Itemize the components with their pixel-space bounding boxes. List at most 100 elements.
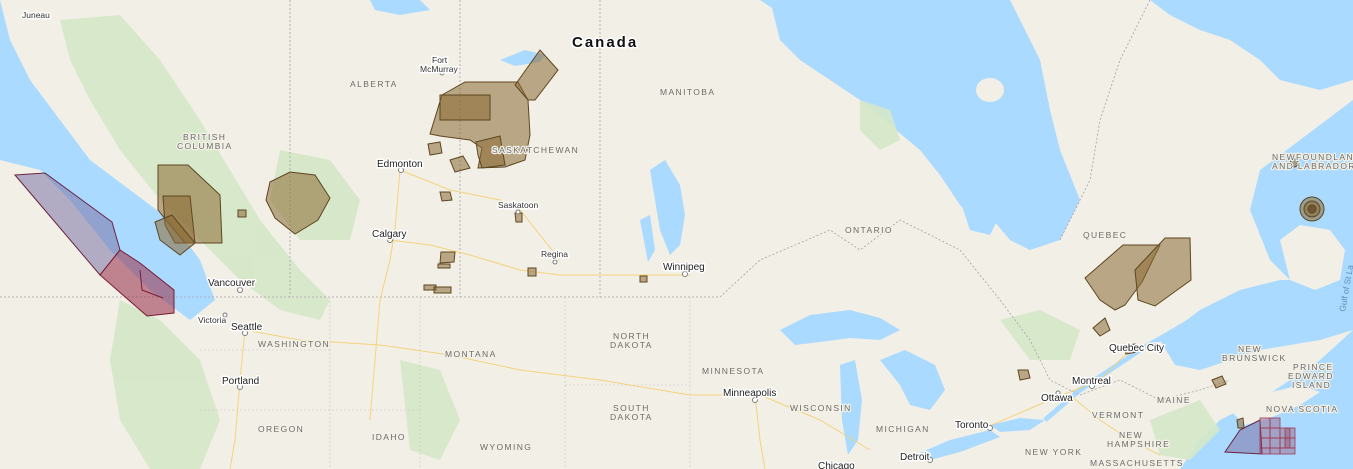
label-vermont: VERMONT — [1092, 410, 1144, 420]
label-victoria: Victoria — [198, 315, 226, 325]
label-winnipeg: Winnipeg — [663, 262, 705, 273]
offshore-nova-scotia-grid[interactable] — [1259, 417, 1296, 455]
label-oregon: OREGON — [258, 424, 304, 434]
oil-region-peace-river[interactable] — [265, 171, 331, 235]
label-pei-3: ISLAND — [1292, 380, 1331, 390]
label-saskatchewan: SASKATCHEWAN — [492, 145, 579, 155]
label-regina: Regina — [541, 249, 568, 259]
label-idaho: IDAHO — [372, 432, 406, 442]
oil-areas[interactable] — [154, 49, 1325, 429]
label-new-brunswick-1: NEW — [1238, 344, 1262, 354]
label-montana: MONTANA — [445, 349, 497, 359]
label-fort: Fort — [432, 55, 448, 65]
offshore-areas[interactable] — [13, 172, 1296, 455]
label-north-dakota-2: DAKOTA — [610, 340, 653, 350]
hudson-bay — [770, 0, 1030, 220]
label-new-york: NEW YORK — [1025, 447, 1082, 457]
label-alberta: ALBERTA — [350, 79, 398, 89]
lake-manitoba — [640, 215, 655, 262]
lake-ontario — [990, 418, 1045, 432]
oil-region-athabasca-north[interactable] — [514, 49, 559, 101]
label-maine: MAINE — [1157, 395, 1191, 405]
label-manitoba: MANITOBA — [660, 87, 715, 97]
label-vancouver: Vancouver — [208, 278, 256, 289]
oil-small-2[interactable] — [449, 155, 471, 173]
oil-region-quebec-3[interactable] — [1092, 317, 1111, 337]
label-minnesota: MINNESOTA — [702, 366, 765, 376]
lake-erie — [915, 430, 1000, 460]
lake-superior — [780, 310, 900, 345]
oil-small-8[interactable] — [433, 286, 452, 294]
offshore-bc-north[interactable] — [13, 172, 121, 276]
label-pei-1: PRINCE — [1293, 362, 1334, 372]
label-new-hampshire-2: HAMPSHIRE — [1107, 439, 1170, 449]
label-detroit: Detroit — [900, 452, 930, 463]
label-minneapolis: Minneapolis — [723, 388, 776, 399]
label-pei-2: EDWARD — [1288, 371, 1334, 381]
label-portland: Portland — [222, 376, 259, 387]
label-chicago: Chicago — [818, 461, 855, 469]
oil-small-11[interactable] — [237, 209, 247, 218]
label-massachusetts: MASSACHUSETTS — [1090, 458, 1184, 468]
oil-small-1[interactable] — [427, 141, 443, 156]
label-seattle: Seattle — [231, 322, 263, 333]
oil-point-newfoundland[interactable] — [1289, 158, 1299, 168]
us-state-borders — [200, 297, 691, 469]
label-wyoming: WYOMING — [480, 442, 532, 452]
oil-small-5[interactable] — [439, 251, 456, 264]
lake-huron — [880, 350, 945, 410]
oil-small-3[interactable] — [439, 191, 453, 202]
label-south-dakota-2: DAKOTA — [610, 412, 653, 422]
label-new-hampshire-1: NEW — [1119, 430, 1143, 440]
oil-target-inner — [1307, 204, 1317, 214]
label-wisconsin: WISCONSIN — [790, 403, 852, 413]
oil-region-quebec-1[interactable] — [1084, 244, 1161, 311]
label-michigan: MICHIGAN — [876, 424, 930, 434]
james-bay — [960, 190, 1000, 235]
oil-region-bc-south[interactable] — [154, 214, 196, 256]
labrador-sea — [1150, 0, 1353, 90]
label-edmonton: Edmonton — [377, 159, 423, 170]
st-lawrence-river — [1043, 312, 1202, 422]
label-mcmurray: McMurray — [420, 64, 459, 74]
label-montreal: Montreal — [1072, 376, 1111, 387]
label-juneau: Juneau — [22, 10, 50, 20]
label-washington: WASHINGTON — [258, 339, 330, 349]
label-saskatoon: Saskatoon — [498, 200, 538, 210]
city-markers — [222, 70, 1133, 463]
oil-region-quebec-2[interactable] — [1134, 237, 1192, 307]
label-toronto: Toronto — [955, 420, 989, 431]
label-south-dakota-1: SOUTH — [613, 403, 650, 413]
gulf-st-lawrence — [1160, 270, 1353, 370]
label-british: BRITISH — [183, 132, 226, 142]
label-columbia: COLUMBIA — [177, 141, 233, 151]
label-newfoundland: NEWFOUNDLAND — [1272, 152, 1353, 162]
label-new-brunswick-2: BRUNSWICK — [1222, 353, 1287, 363]
label-quebec-city: Quebec City — [1109, 343, 1164, 354]
oil-small-6[interactable] — [437, 263, 451, 269]
oil-small-9[interactable] — [527, 267, 537, 277]
oil-small-15[interactable] — [1236, 417, 1245, 429]
roads — [229, 169, 1161, 469]
offshore-bc-south[interactable] — [99, 249, 175, 317]
offshore-bc-south-inner — [139, 269, 164, 299]
oil-small-10[interactable] — [639, 275, 648, 283]
label-calgary: Calgary — [372, 229, 406, 240]
label-ontario: ONTARIO — [845, 225, 893, 235]
lake-michigan — [840, 360, 862, 455]
borders — [0, 0, 1231, 401]
label-nova-scotia: NOVA SCOTIA — [1266, 404, 1338, 414]
label-north-dakota-1: NORTH — [613, 331, 650, 341]
newfoundland-island — [1280, 225, 1345, 290]
oil-region-cold-lake[interactable] — [475, 135, 506, 169]
label-country: Canada — [572, 34, 638, 51]
bay-island — [976, 78, 1004, 102]
oil-region-athabasca-inner[interactable] — [439, 94, 491, 121]
oil-small-14[interactable] — [1211, 375, 1227, 389]
great-slave-lake — [370, 0, 430, 15]
label-ottawa: Ottawa — [1041, 393, 1073, 404]
oil-small-13[interactable] — [1017, 369, 1031, 381]
label-quebec: QUEBEC — [1083, 230, 1127, 240]
lake-winnipeg — [650, 160, 685, 255]
